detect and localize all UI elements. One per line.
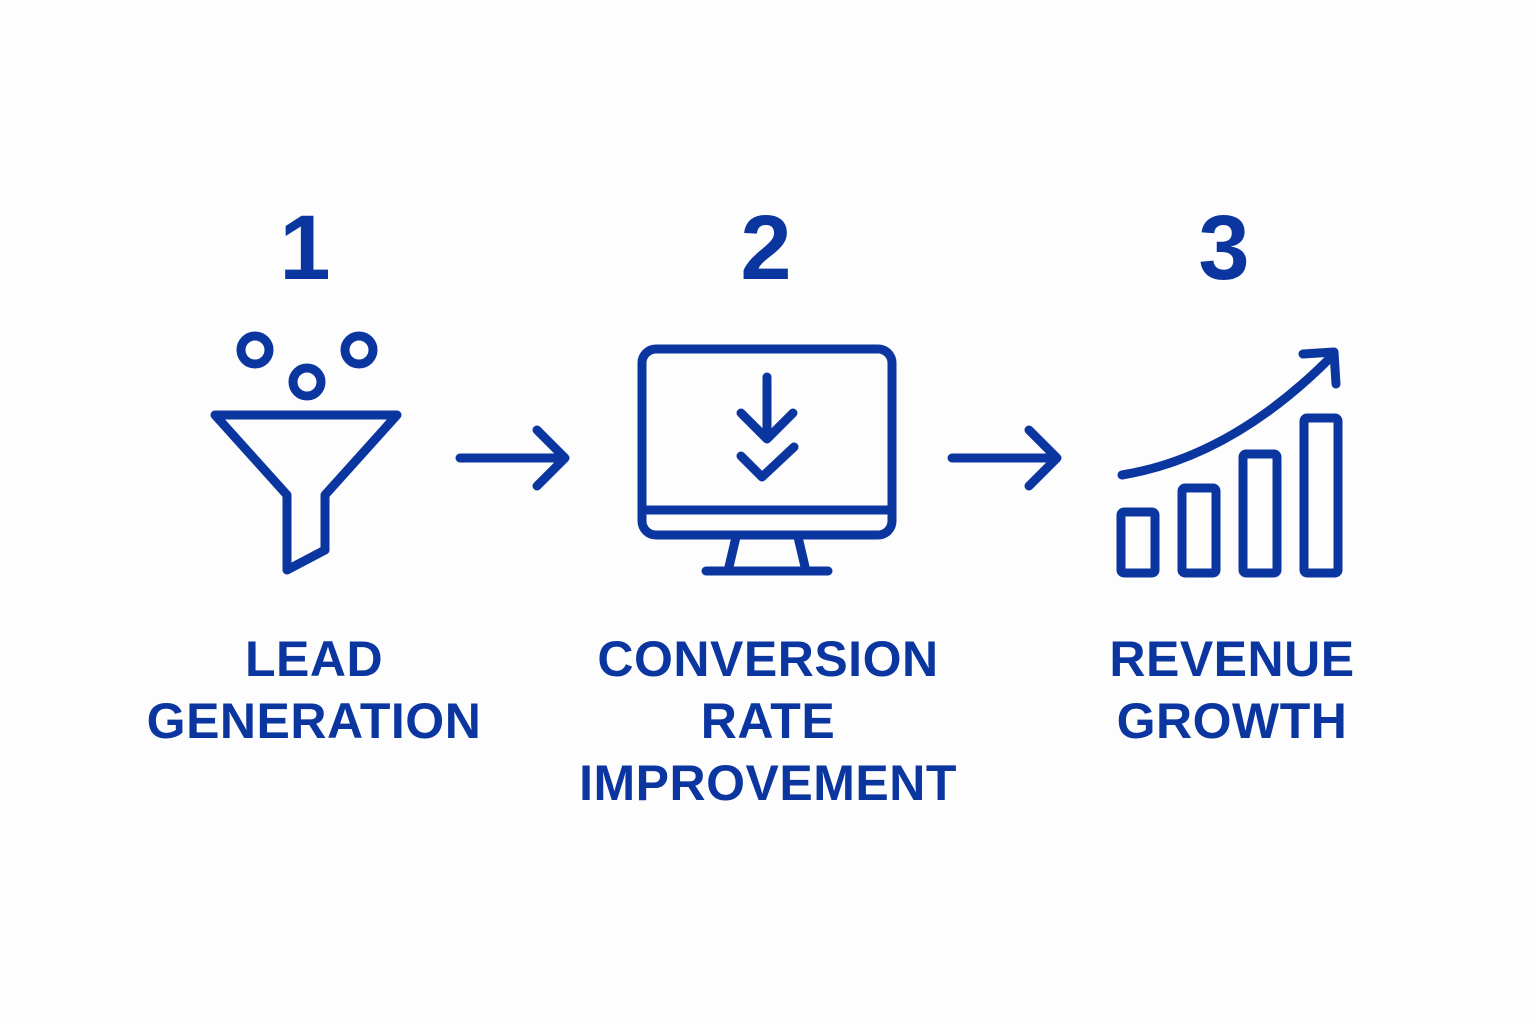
step-number: 3 bbox=[1198, 197, 1250, 299]
step-label-line: GENERATION bbox=[146, 693, 482, 749]
step-label-line: CONVERSION bbox=[597, 631, 939, 687]
step-label-line: GROWTH bbox=[1116, 693, 1348, 749]
arrow-right-icon bbox=[455, 425, 570, 491]
step-label-line: IMPROVEMENT bbox=[579, 755, 957, 811]
arrow-right-icon bbox=[947, 425, 1062, 491]
step-label: LEAD GENERATION bbox=[104, 628, 524, 752]
monitor-download-check-icon bbox=[637, 344, 897, 576]
step-label-line: LEAD bbox=[244, 631, 384, 687]
growth-bar-chart-icon bbox=[1116, 347, 1343, 578]
step-number: 2 bbox=[740, 197, 792, 299]
step-label-line: RATE bbox=[700, 693, 836, 749]
step-label-line: REVENUE bbox=[1109, 631, 1355, 687]
step-number: 1 bbox=[279, 197, 331, 299]
funnel-icon bbox=[210, 331, 402, 575]
step-label: CONVERSION RATE IMPROVEMENT bbox=[558, 628, 978, 814]
step-label: REVENUE GROWTH bbox=[1022, 628, 1442, 752]
